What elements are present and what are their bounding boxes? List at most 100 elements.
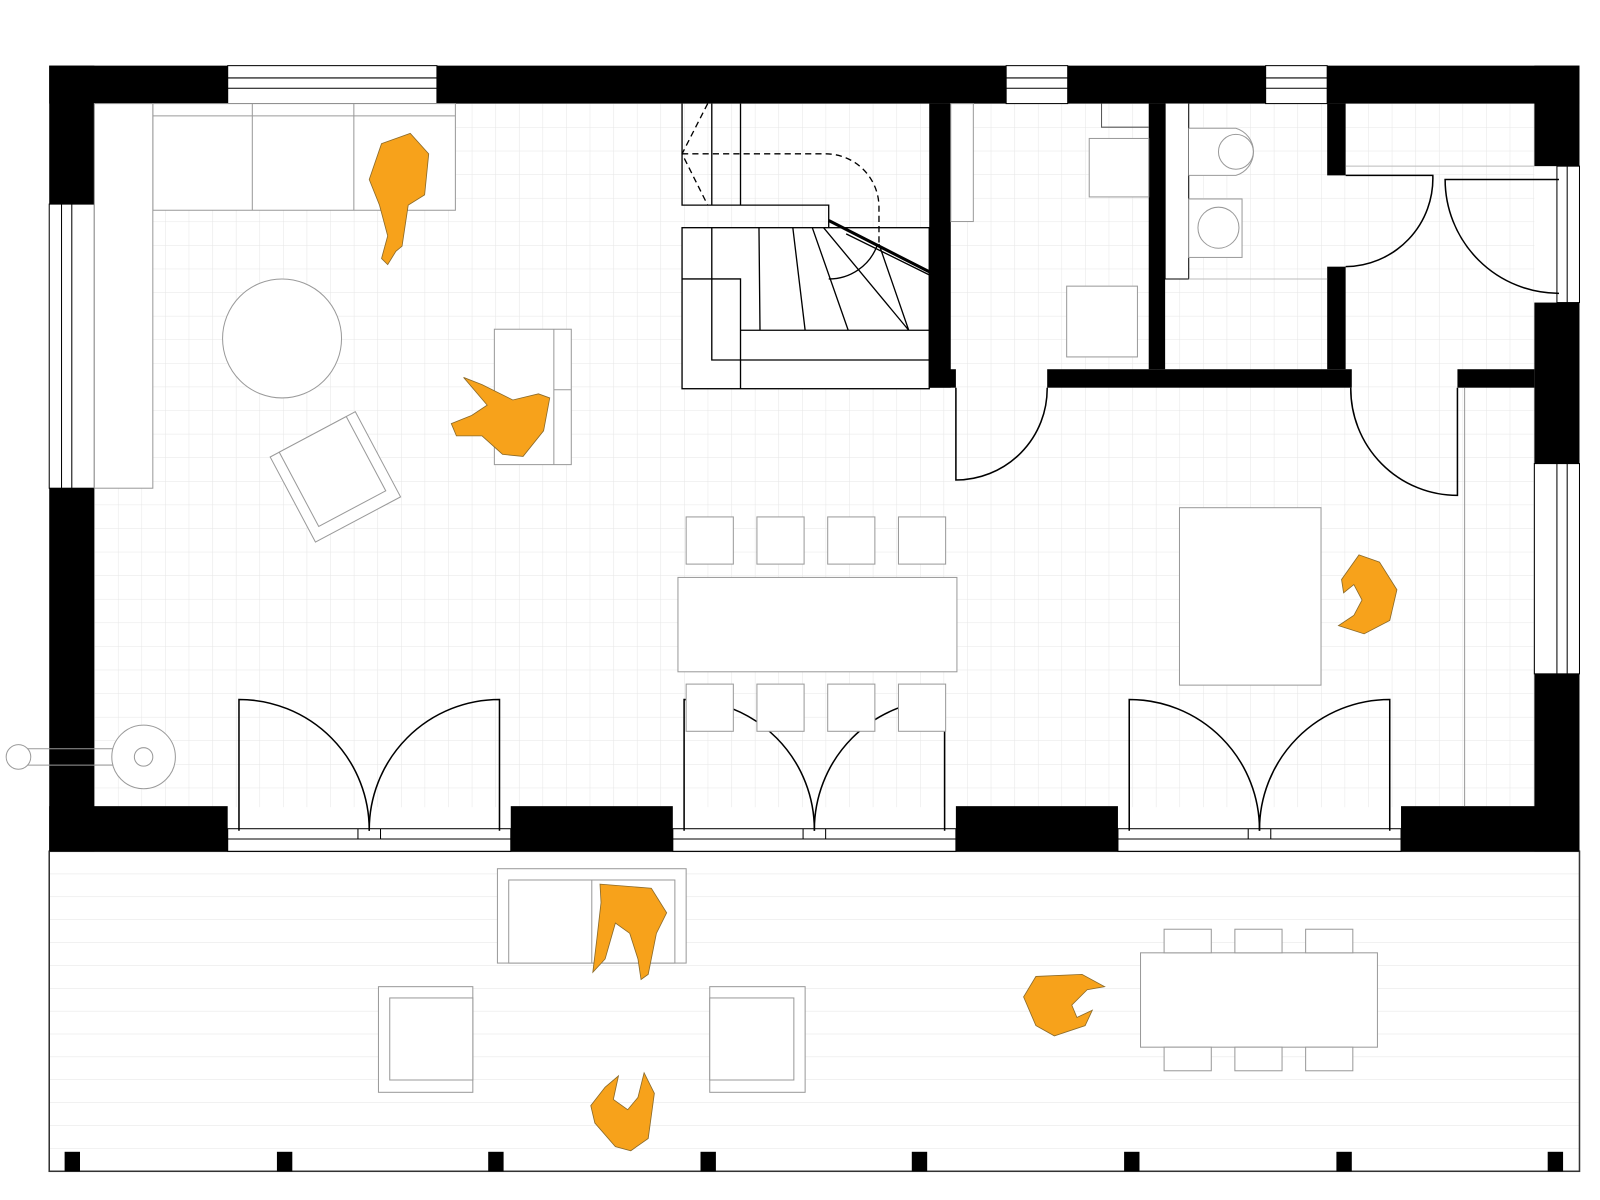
chair <box>827 516 876 565</box>
plan-shape <box>1327 103 1346 176</box>
plan-shape <box>389 997 474 1081</box>
door-swing <box>1258 698 1391 831</box>
window-right <box>1533 463 1580 675</box>
plan-shape <box>276 1151 293 1172</box>
plan-shape <box>152 103 456 211</box>
walls <box>49 65 1580 852</box>
chair <box>897 683 947 732</box>
chair <box>827 683 876 732</box>
person-figure <box>590 1071 655 1152</box>
glazed-door-bottom-1 <box>227 828 512 852</box>
window-top-bath <box>1265 65 1328 105</box>
door-swing <box>238 698 371 831</box>
plan-shape <box>5 744 32 770</box>
plan-shape <box>828 219 930 274</box>
window-top-kitchen <box>1005 65 1069 105</box>
plan-shape <box>1006 77 1068 89</box>
plan-shape <box>227 828 512 852</box>
plan-shape <box>49 806 228 852</box>
door-swing <box>1128 698 1261 831</box>
door-swing <box>368 698 501 831</box>
plan-shape <box>1124 1151 1140 1172</box>
person-figure <box>1023 973 1106 1037</box>
chair <box>756 516 805 565</box>
plan-shape <box>1117 828 1402 840</box>
plan-shape <box>955 806 1118 852</box>
window-left <box>48 203 95 489</box>
plan-shape <box>681 103 880 247</box>
plan-shape <box>61 204 73 489</box>
plan-shape <box>1047 369 1352 388</box>
doors <box>238 174 1559 831</box>
outdoor-table <box>1140 952 1378 1048</box>
plan-shape <box>1117 828 1402 852</box>
glazed-door-bottom-2 <box>672 828 957 852</box>
plan-shape <box>1088 137 1150 198</box>
plan-shape <box>709 997 795 1081</box>
plan-shape <box>1534 302 1580 464</box>
person-figure <box>368 132 430 266</box>
plan-shape <box>1148 103 1166 370</box>
plan-shape <box>672 828 957 852</box>
plan-shape <box>510 806 673 852</box>
door-swing <box>1444 178 1559 295</box>
plan-shape <box>1265 65 1328 105</box>
door-swing <box>1349 387 1459 497</box>
outdoor-tap <box>5 724 176 790</box>
plan-shape <box>49 65 95 205</box>
people <box>368 132 1398 1152</box>
plan-shape <box>278 415 387 528</box>
plan-shape <box>1556 463 1568 674</box>
glazed-door-bottom-3 <box>1117 828 1402 852</box>
plan-shape <box>1327 266 1346 370</box>
chair <box>1163 928 1212 954</box>
plan-shape <box>1067 65 1266 104</box>
chair <box>897 516 947 565</box>
door-swing <box>955 387 1048 481</box>
plan-shape <box>133 747 154 767</box>
plan-shape <box>1457 369 1535 388</box>
chair <box>1234 1046 1283 1072</box>
plan-shape <box>1066 285 1138 358</box>
window-right-entry <box>1556 165 1580 304</box>
person-figure <box>1337 554 1398 635</box>
plan-shape <box>436 65 1007 104</box>
plan-shape <box>227 828 511 840</box>
chair <box>1305 928 1354 954</box>
plan-shape <box>227 65 438 105</box>
plan-shape <box>700 1151 716 1172</box>
utility-room-fixtures <box>950 103 1150 358</box>
plan-shape <box>488 1151 504 1172</box>
plan-shape <box>1401 806 1580 852</box>
plan-shape <box>1005 65 1069 105</box>
plan-shape <box>1534 65 1580 167</box>
door-swing <box>1345 174 1434 268</box>
plan-shape <box>672 828 956 840</box>
plan-shape <box>828 245 878 280</box>
plan-shape <box>553 329 572 465</box>
round-table <box>222 278 343 399</box>
stairs <box>681 103 930 390</box>
plan-shape <box>950 103 974 223</box>
kitchen-island <box>1178 507 1322 686</box>
chair <box>685 683 734 732</box>
plan-shape <box>1547 1151 1564 1172</box>
window-top-left <box>227 65 438 105</box>
person-figure <box>450 377 551 457</box>
plan-shape <box>929 103 951 388</box>
chair <box>756 683 805 732</box>
dining-table <box>677 576 958 673</box>
bathroom-fixtures <box>1164 103 1535 280</box>
person-figure <box>592 883 668 981</box>
plan-shape <box>227 77 437 89</box>
chair <box>1234 928 1283 954</box>
plan-shape <box>1336 1151 1352 1172</box>
plan-shape <box>1164 103 1190 280</box>
plan-shape <box>64 1151 80 1172</box>
terrace-posts <box>64 1151 1564 1172</box>
windows <box>48 65 1580 852</box>
chair <box>685 516 734 565</box>
chair <box>1163 1046 1212 1072</box>
plan-shape <box>49 488 95 852</box>
plan-shape <box>1217 133 1254 170</box>
